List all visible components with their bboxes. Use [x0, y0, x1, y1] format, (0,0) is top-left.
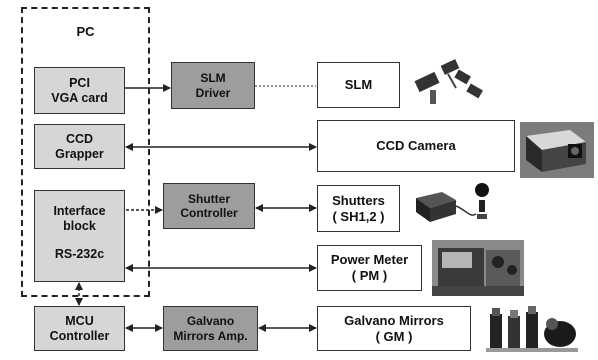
shutters-line2: ( SH1,2 ): [332, 208, 385, 224]
pci-vga-line1: PCI: [69, 75, 90, 90]
power-meter-box: Power Meter ( PM ): [317, 245, 422, 291]
slm-label: SLM: [344, 77, 373, 93]
power-meter-line2: ( PM ): [351, 268, 388, 283]
ccd-camera-label: CCD Camera: [376, 138, 456, 154]
slm-driver-line1: SLM: [200, 71, 226, 86]
mcu-line2: Controller: [49, 328, 110, 343]
pci-vga-card-box: PCI VGA card: [34, 67, 125, 114]
slm-chips-photo: [414, 59, 483, 104]
galvano-mirrors-line1: Galvano Mirrors: [344, 312, 444, 328]
shutter-controller-line1: Shutter: [188, 191, 230, 206]
slm-driver-box: SLM Driver: [171, 62, 255, 109]
ccd-grapper-line1: CCD: [65, 131, 94, 146]
galvano-amp-box: Galvano Mirrors Amp.: [163, 306, 258, 351]
galvano-mirrors-box: Galvano Mirrors ( GM ): [317, 306, 471, 351]
shutter-controller-box: Shutter Controller: [163, 183, 255, 229]
shutters-photo: [416, 183, 489, 222]
rs232-label: RS-232c: [54, 247, 105, 261]
interface-line2: block: [63, 219, 96, 233]
shutters-box: Shutters ( SH1,2 ): [317, 185, 400, 232]
ccd-camera-box: CCD Camera: [317, 120, 515, 172]
slm-driver-line2: Driver: [195, 85, 231, 100]
pci-vga-line2: VGA card: [51, 90, 108, 105]
pc-label: PC: [76, 24, 95, 39]
galvano-mirrors-photo: [486, 306, 578, 352]
ccd-camera-photo: [520, 122, 594, 178]
ccd-grapper-line2: Grapper: [55, 146, 104, 161]
power-meter-photo: [432, 240, 524, 296]
galvano-amp-line2: Mirrors Amp.: [173, 328, 248, 343]
galvano-amp-line1: Galvano: [186, 314, 235, 329]
interface-block-box: Interface block RS-232c: [34, 190, 125, 282]
mcu-controller-box: MCU Controller: [34, 306, 125, 351]
slm-box: SLM: [317, 62, 400, 108]
interface-line1: Interface: [53, 204, 106, 218]
power-meter-line1: Power Meter: [330, 252, 409, 268]
pc-frame: [21, 7, 150, 297]
ccd-grapper-box: CCD Grapper: [34, 124, 125, 169]
galvano-mirrors-line2: ( GM ): [375, 328, 413, 344]
shutters-line1: Shutters: [332, 192, 385, 208]
shutter-controller-line2: Controller: [180, 206, 238, 220]
mcu-line1: MCU: [65, 313, 94, 328]
